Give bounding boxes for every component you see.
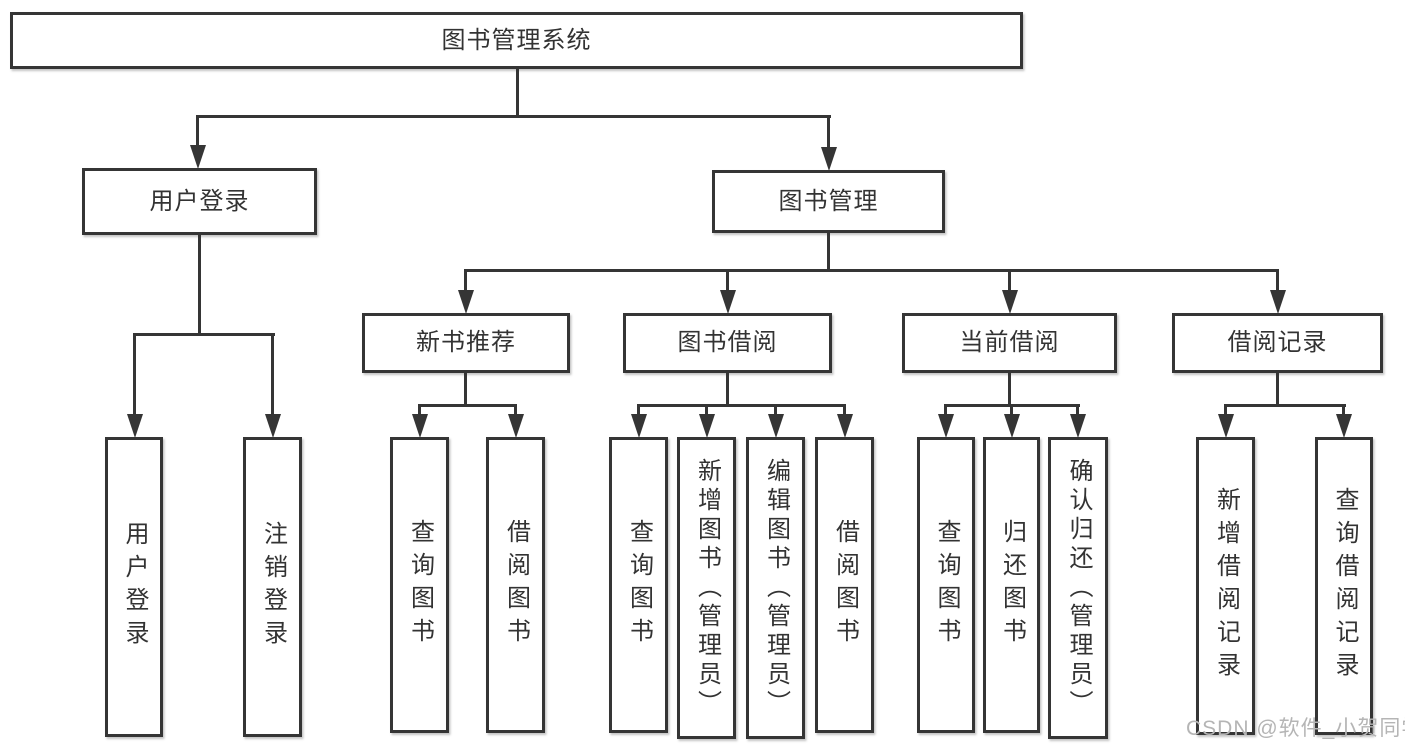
edge-drop-add-books: [705, 406, 708, 416]
edge-drop-recommend-query: [418, 406, 421, 416]
leaf-add-books-admin-label: 新增图书（管理员）: [693, 457, 721, 719]
arrowhead-to-current-borrow: [1002, 290, 1018, 314]
edge-drop-current-borrow: [1008, 271, 1011, 291]
node-current-borrow: 当前借阅: [902, 313, 1117, 373]
leaf-confirm-return-admin: 确认归还（管理员）: [1048, 437, 1108, 739]
arrowhead-to-leaf-user-login: [127, 414, 143, 438]
leaf-add-books-admin: 新增图书（管理员）: [677, 437, 736, 739]
edge-drop-user-login: [196, 117, 199, 147]
arrowhead-to-user-login: [190, 145, 206, 169]
arrowhead-to-recommend-borrow: [508, 414, 524, 438]
edge-user-login-hbar: [133, 333, 275, 336]
node-book-borrow: 图书借阅: [623, 313, 832, 373]
edge-drop-leaf-user-login: [133, 335, 136, 416]
node-user-login: 用户登录: [82, 168, 317, 235]
arrowhead-to-confirm-return: [1070, 414, 1086, 438]
edge-root-stem: [516, 69, 519, 117]
edge-drop-return-books: [1010, 406, 1013, 416]
arrowhead-to-leaf-logout: [265, 414, 281, 438]
node-borrow-records-label: 借阅记录: [1227, 329, 1328, 356]
arrowhead-to-edit-books: [768, 414, 784, 438]
leaf-recommend-query-books-label: 查询图书: [406, 519, 434, 651]
edge-drop-add-record: [1224, 406, 1227, 416]
arrowhead-to-current-query: [938, 414, 954, 438]
node-root-label: 图书管理系统: [441, 26, 592, 54]
edge-drop-borrow-query: [637, 406, 640, 416]
arrowhead-to-new-book-recommend: [458, 290, 474, 314]
arrowhead-to-book-management: [821, 147, 837, 171]
node-root: 图书管理系统: [10, 12, 1023, 69]
node-new-book-recommend: 新书推荐: [362, 313, 570, 373]
leaf-borrow-query-books: 查询图书: [609, 437, 668, 733]
arrowhead-to-recommend-query: [412, 414, 428, 438]
edge-records-stem: [1276, 373, 1279, 406]
leaf-recommend-query-books: 查询图书: [390, 437, 449, 733]
edge-book-borrow-hbar: [637, 404, 846, 407]
edge-drop-confirm-return: [1076, 406, 1079, 416]
leaf-current-query-books: 查询图书: [917, 437, 975, 733]
leaf-return-books: 归还图书: [983, 437, 1040, 733]
leaf-confirm-return-admin-label: 确认归还（管理员）: [1065, 457, 1092, 719]
arrowhead-to-add-record: [1218, 414, 1234, 438]
leaf-return-books-label: 归还图书: [998, 519, 1026, 651]
leaf-user-login: 用户登录: [105, 437, 163, 737]
edge-records-hbar: [1224, 404, 1346, 407]
edge-drop-book-management: [827, 117, 830, 149]
leaf-current-query-books-label: 查询图书: [933, 519, 960, 651]
edge-root-hbar: [196, 115, 831, 118]
arrowhead-to-borrow-borrow: [837, 414, 853, 438]
leaf-add-borrow-record: 新增借阅记录: [1196, 437, 1255, 735]
edge-drop-edit-books: [774, 406, 777, 416]
leaf-query-borrow-record: 查询借阅记录: [1315, 437, 1373, 735]
node-borrow-records: 借阅记录: [1172, 313, 1383, 373]
edge-book-borrow-stem: [726, 373, 729, 406]
node-book-management: 图书管理: [712, 170, 945, 233]
edge-drop-current-query: [944, 406, 947, 416]
edge-drop-borrow-borrow: [843, 406, 846, 416]
edge-drop-leaf-logout: [271, 335, 274, 416]
node-book-borrow-label: 图书借阅: [677, 329, 778, 356]
edge-drop-borrow-records: [1276, 271, 1279, 291]
leaf-edit-books-admin: 编辑图书（管理员）: [746, 437, 805, 739]
arrowhead-to-query-record: [1336, 414, 1352, 438]
csdn-watermark: CSDN @软件_小贺同学: [1186, 717, 1405, 740]
node-current-borrow-label: 当前借阅: [959, 329, 1060, 356]
edge-current-stem: [1008, 373, 1011, 406]
leaf-borrow-query-books-label: 查询图书: [625, 519, 653, 651]
leaf-recommend-borrow-books: 借阅图书: [486, 437, 545, 733]
edge-drop-recommend-borrow: [514, 406, 517, 416]
edge-drop-book-borrow: [726, 271, 729, 291]
arrowhead-to-book-borrow: [720, 290, 736, 314]
arrowhead-to-return-books: [1004, 414, 1020, 438]
edge-current-hbar: [944, 404, 1080, 407]
leaf-edit-books-admin-label: 编辑图书（管理员）: [762, 457, 790, 719]
edge-new-book-hbar: [418, 404, 517, 407]
node-new-book-recommend-label: 新书推荐: [416, 329, 516, 356]
edge-book-management-hbar: [464, 269, 1279, 272]
edge-drop-new-book-recommend: [464, 271, 467, 291]
leaf-logout-label: 注销登录: [259, 521, 287, 653]
leaf-borrow-borrow-books-label: 借阅图书: [831, 519, 859, 651]
node-book-management-label: 图书管理: [778, 187, 879, 215]
edge-new-book-stem: [464, 373, 467, 406]
node-user-login-label: 用户登录: [149, 187, 250, 215]
edge-user-login-stem: [198, 235, 201, 335]
edge-book-management-stem: [827, 233, 830, 271]
leaf-logout: 注销登录: [243, 437, 302, 737]
leaf-add-borrow-record-label: 新增借阅记录: [1212, 487, 1240, 685]
leaf-query-borrow-record-label: 查询借阅记录: [1331, 487, 1358, 685]
edge-drop-query-record: [1342, 406, 1345, 416]
arrowhead-to-add-books: [699, 414, 715, 438]
leaf-user-login-label: 用户登录: [121, 521, 148, 653]
leaf-recommend-borrow-books-label: 借阅图书: [502, 519, 530, 651]
arrowhead-to-borrow-query: [631, 414, 647, 438]
leaf-borrow-borrow-books: 借阅图书: [815, 437, 874, 733]
arrowhead-to-borrow-records: [1270, 290, 1286, 314]
